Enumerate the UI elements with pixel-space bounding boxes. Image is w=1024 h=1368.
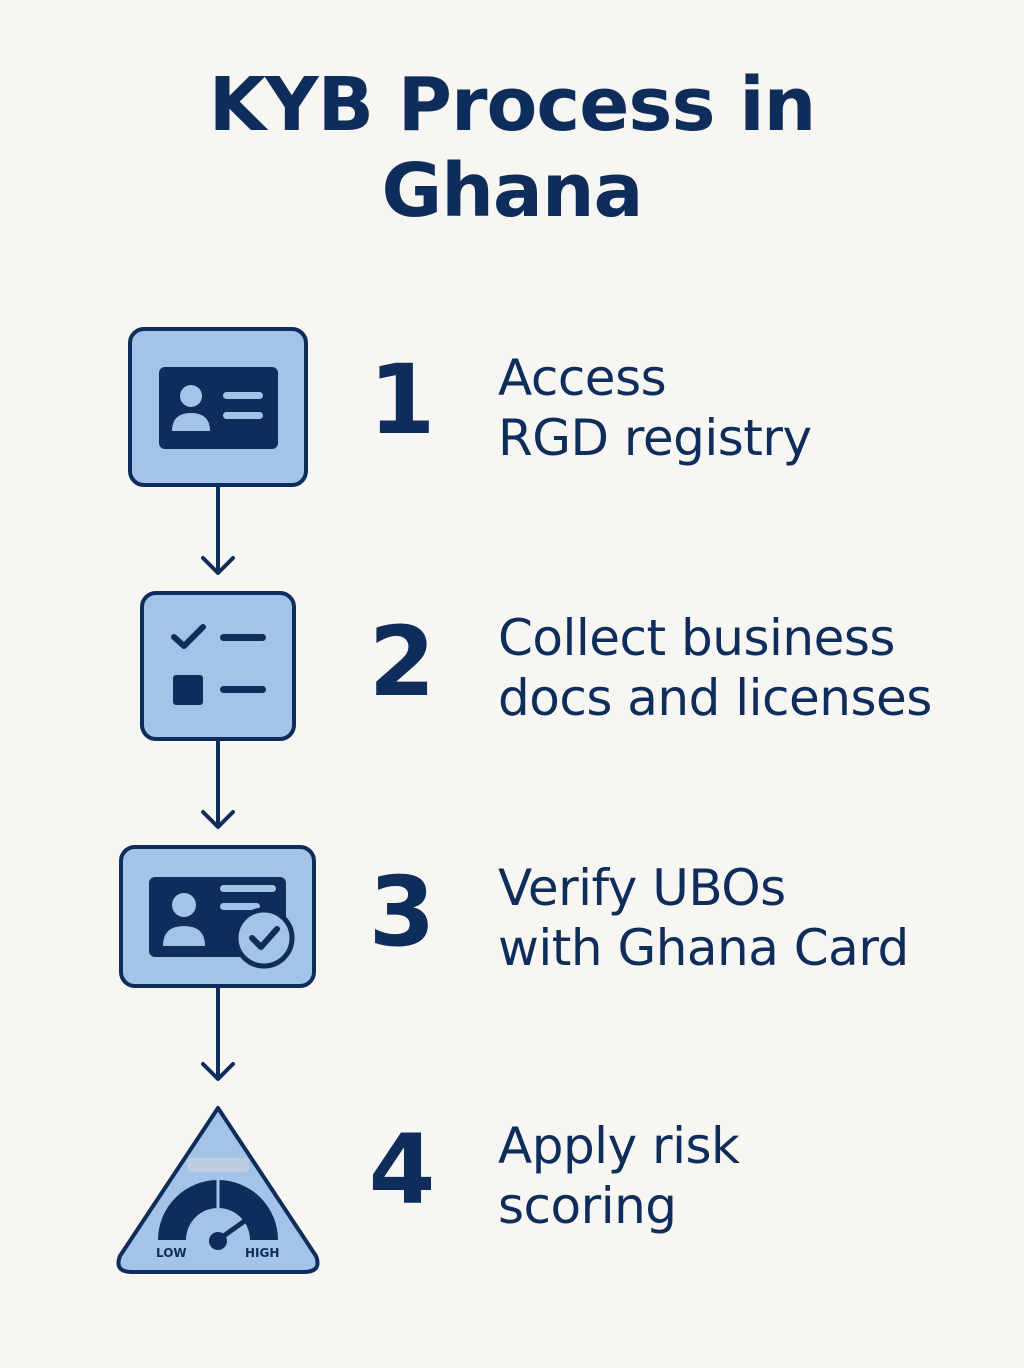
title-line-1: KYB Process in bbox=[208, 62, 817, 148]
id-card-icon bbox=[128, 327, 308, 487]
checklist-icon bbox=[140, 591, 296, 741]
step-label-2: Collect business docs and licenses bbox=[498, 608, 932, 728]
step-number-2: 2 bbox=[368, 606, 436, 718]
connector-arrow-3 bbox=[201, 984, 235, 1081]
verified-id-card-icon bbox=[119, 845, 316, 988]
step-label-3: Verify UBOs with Ghana Card bbox=[498, 858, 909, 978]
connector-arrow-1 bbox=[201, 484, 235, 575]
step-number-1: 1 bbox=[368, 344, 436, 456]
step-3-line-1: Verify UBOs bbox=[498, 859, 786, 917]
step-3-line-2: with Ghana Card bbox=[498, 919, 909, 977]
page-title: KYB Process in Ghana bbox=[0, 62, 1024, 234]
step-4-line-2: scoring bbox=[498, 1177, 677, 1235]
risk-gauge-icon: LOW HIGH bbox=[116, 1106, 320, 1274]
gauge-high-label: HIGH bbox=[245, 1246, 279, 1260]
step-number-4: 4 bbox=[368, 1114, 436, 1226]
step-2-line-1: Collect business bbox=[498, 609, 895, 667]
step-1-line-2: RGD registry bbox=[498, 409, 812, 467]
connector-arrow-2 bbox=[201, 738, 235, 829]
step-1-line-1: Access bbox=[498, 349, 667, 407]
step-number-3: 3 bbox=[368, 856, 436, 968]
step-4-line-1: Apply risk bbox=[498, 1117, 740, 1175]
step-label-4: Apply risk scoring bbox=[498, 1116, 740, 1236]
step-2-line-2: docs and licenses bbox=[498, 669, 932, 727]
gauge-low-label: LOW bbox=[156, 1246, 187, 1260]
title-line-2: Ghana bbox=[381, 148, 644, 234]
step-label-1: Access RGD registry bbox=[498, 348, 812, 468]
